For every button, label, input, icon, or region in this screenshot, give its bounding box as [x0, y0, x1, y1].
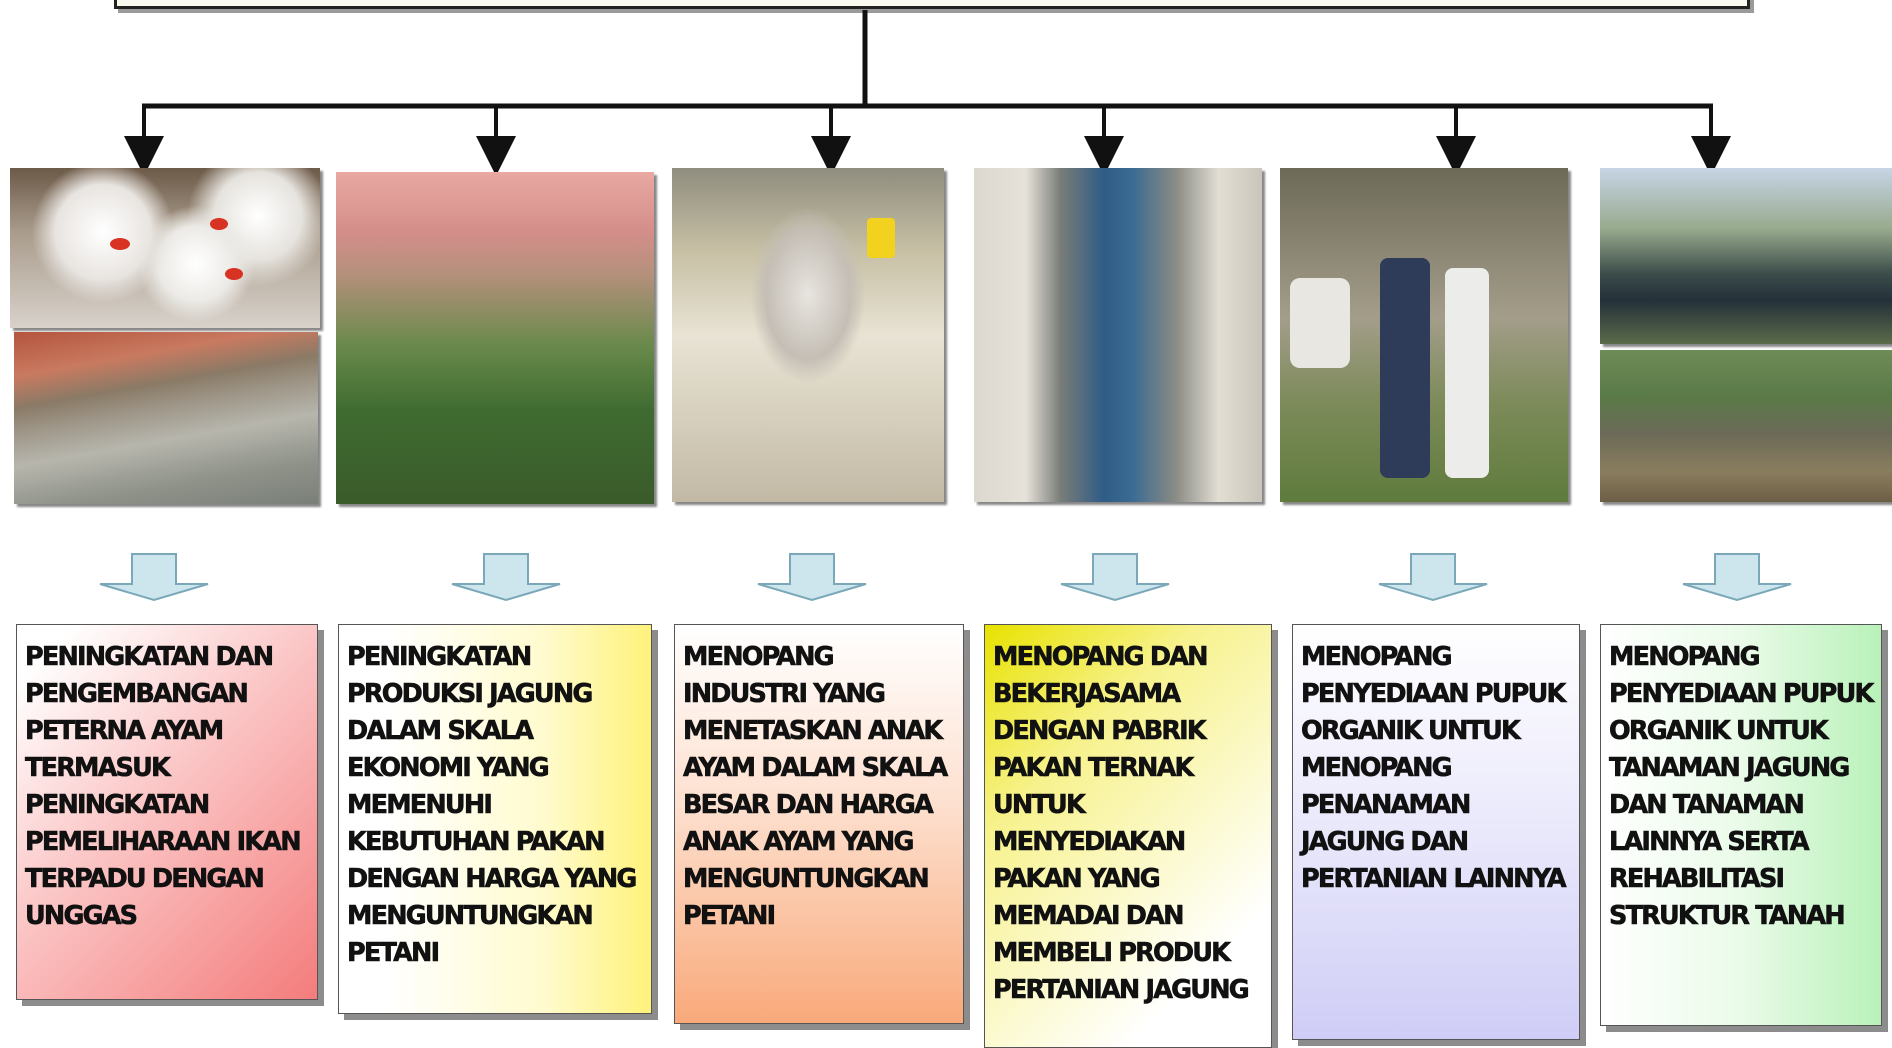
- text-box-peternakan-ayam: PENINGKATAN DAN PENGEMBANGAN PETERNA AYA…: [16, 624, 318, 1000]
- text-jagung: PENINGKATAN PRODUKSI JAGUNG DALAM SKALA …: [347, 642, 638, 969]
- text-peternakan-ayam: PENINGKATAN DAN PENGEMBANGAN PETERNA AYA…: [25, 642, 302, 932]
- compost-pile-photo: [1600, 168, 1892, 344]
- down-arrow-4: [1060, 553, 1170, 602]
- chickens-photo: [10, 168, 320, 328]
- feed-factory-photo: [974, 168, 1262, 502]
- chicks-brooder-photo: [672, 168, 944, 502]
- farmers-compost-photo: [1600, 350, 1892, 502]
- text-box-penetasan: MENOPANG INDUSTRI YANG MENETASKAN ANAK A…: [674, 624, 964, 1024]
- corn-field-photo: [336, 172, 654, 504]
- text-box-rehabilitasi-tanah: MENOPANG PENYEDIAAN PUPUK ORGANIK UNTUK …: [1600, 624, 1882, 1026]
- cattle-barn-photo: [1280, 168, 1568, 502]
- down-arrow-3: [757, 553, 867, 602]
- down-arrow-5: [1378, 553, 1488, 602]
- top-title-box: [114, 0, 1750, 9]
- text-pupuk-organik: MENOPANG PENYEDIAAN PUPUK ORGANIK UNTUK …: [1301, 642, 1567, 895]
- text-box-pabrik-pakan: MENOPANG DAN BEKERJASAMA DENGAN PABRIK P…: [984, 624, 1272, 1048]
- text-pabrik-pakan: MENOPANG DAN BEKERJASAMA DENGAN PABRIK P…: [993, 642, 1250, 1006]
- fish-pond-barn-photo: [14, 332, 318, 504]
- down-arrow-1: [99, 553, 209, 602]
- down-arrow-6: [1682, 553, 1792, 602]
- text-box-jagung: PENINGKATAN PRODUKSI JAGUNG DALAM SKALA …: [338, 624, 652, 1014]
- text-penetasan: MENOPANG INDUSTRI YANG MENETASKAN ANAK A…: [683, 642, 949, 932]
- text-box-pupuk-organik: MENOPANG PENYEDIAAN PUPUK ORGANIK UNTUK …: [1292, 624, 1580, 1040]
- down-arrow-2: [451, 553, 561, 602]
- text-rehabilitasi-tanah: MENOPANG PENYEDIAAN PUPUK ORGANIK UNTUK …: [1609, 642, 1875, 932]
